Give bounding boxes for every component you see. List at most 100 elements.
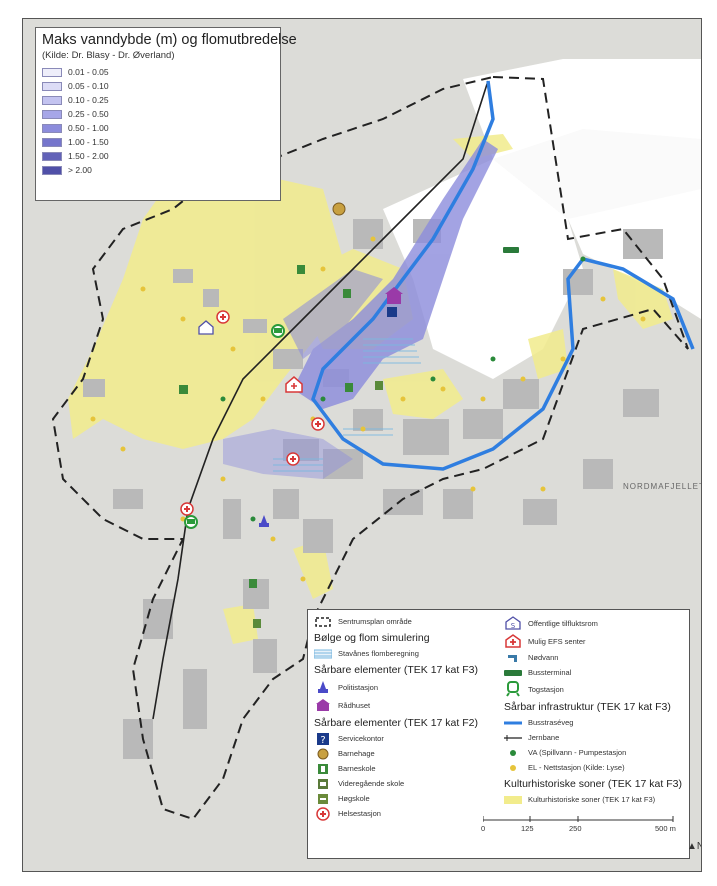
legend-item-train-station: Togstasjon — [504, 680, 688, 698]
green-dot-icon — [504, 746, 522, 760]
university-icon — [253, 381, 383, 628]
depth-color-swatch — [42, 81, 62, 91]
svg-text:S: S — [511, 622, 516, 630]
north-arrow-icon: ▲N — [687, 841, 701, 852]
secondary-school-icon — [314, 777, 332, 791]
health-station-icon — [216, 310, 230, 324]
yellow-swatch-icon — [504, 793, 522, 807]
question-mark-icon: ? — [314, 732, 332, 746]
depth-class-row: 0.50 - 1.00 — [42, 121, 274, 135]
bus-terminal-icon — [503, 247, 519, 253]
culture-zones — [68, 134, 673, 644]
service-office-icon — [387, 307, 397, 317]
depth-legend-source: (Kilde: Dr. Blasy - Dr. Øverland) — [42, 50, 175, 61]
train-icon — [504, 681, 522, 697]
efs-centre-icon — [285, 376, 303, 393]
scale-tick-label: 0 — [481, 824, 486, 833]
health-station-icon — [286, 452, 300, 466]
legend-item-flood: Stavånes flomberegning — [314, 646, 500, 661]
kindergarten-icon — [332, 202, 346, 216]
depth-class-label: > 2.00 — [68, 165, 92, 175]
depth-legend-title: Maks vanndybde (m) og flomutbredelse — [42, 32, 297, 48]
depth-class-label: 0.10 - 0.25 — [68, 95, 109, 105]
depth-color-swatch — [42, 165, 62, 175]
shelter-icon — [198, 320, 214, 335]
scale-tick-label: 125 — [521, 824, 534, 833]
area-label: NORDMAFJELLET — [623, 482, 702, 491]
railway-line — [152, 80, 489, 720]
depth-class-row: 0.05 - 0.10 — [42, 79, 274, 93]
university-icon — [314, 792, 332, 806]
bus-route-line-icon — [504, 716, 522, 730]
depth-class-label: 1.00 - 1.50 — [68, 137, 109, 147]
legend-right-column: S Offentlige tilfluktsrom Mulig EFS sent… — [504, 614, 688, 807]
svg-text:?: ? — [320, 735, 325, 745]
legend-item-emergency-water: Nødvann — [504, 650, 688, 665]
legend-heading-culture: Kulturhistoriske soner (TEK 17 kat F3) — [504, 778, 682, 790]
depth-class-label: 0.01 - 0.05 — [68, 67, 109, 77]
legend-heading-vulnerable-f3: Sårbare elementer (TEK 17 kat F3) — [314, 664, 478, 676]
depth-class-list: 0.01 - 0.05 0.05 - 0.10 0.10 - 0.25 0.25 - … — [42, 65, 274, 177]
legend-item-city-hall: Rådhuset — [314, 696, 500, 714]
legend-item-secondary-school: Videregående skole — [314, 776, 500, 791]
legend-item-bus-terminal: Bussterminal — [504, 665, 688, 680]
bus-terminal-icon — [504, 666, 522, 680]
depth-class-row: 0.10 - 0.25 — [42, 93, 274, 107]
scale-tick-label: 500 m — [655, 824, 676, 833]
health-station-icon — [311, 417, 325, 431]
depth-class-label: 1.50 - 2.00 — [68, 151, 109, 161]
police-station-icon — [259, 515, 269, 527]
depth-color-swatch — [42, 123, 62, 133]
kindergarten-icon — [314, 747, 332, 761]
depth-class-label: 0.25 - 0.50 — [68, 109, 109, 119]
depth-color-swatch — [42, 151, 62, 161]
legend-item-primary-school: Barneskole — [314, 761, 500, 776]
inner-water — [493, 129, 701, 219]
legend-item-health-station: Helsestasjon — [314, 806, 500, 821]
legend-item-bus-route: Busstraséveg — [504, 715, 688, 730]
depth-legend: Maks vanndybde (m) og flomutbredelse (Ki… — [35, 27, 297, 201]
legend-item-pump-station: VA (Spillvann - Pumpestasjon — [504, 745, 688, 760]
map-frame: Maks vanndybde (m) og flomutbredelse (Ki… — [22, 18, 702, 872]
depth-class-label: 0.05 - 0.10 — [68, 81, 109, 91]
city-hall-icon — [314, 698, 332, 712]
legend-heading-vulnerable-f2: Sårbare elementer (TEK 17 kat F2) — [314, 717, 478, 729]
substation-points — [90, 236, 646, 622]
scale-tick-label: 250 — [569, 824, 582, 833]
hatch-swatch-icon — [314, 647, 332, 661]
city-hall-icon — [385, 287, 403, 304]
legend-heading-flood: Bølge og flom simulering — [314, 632, 430, 644]
depth-class-label: 0.50 - 1.00 — [68, 123, 109, 133]
depth-color-swatch — [42, 109, 62, 119]
legend-left-column: Sentrumsplan område Bølge og flom simule… — [314, 614, 500, 821]
train-station-icon — [271, 324, 285, 338]
depth-class-row: 1.50 - 2.00 — [42, 149, 274, 163]
bus-route — [311, 80, 695, 471]
dashed-boundary-icon — [314, 615, 332, 629]
health-station-icon — [180, 502, 194, 516]
yellow-dot-icon — [504, 761, 522, 775]
harbour-water — [383, 159, 583, 379]
depth-color-swatch — [42, 137, 62, 147]
health-cross-icon — [314, 806, 332, 821]
legend-item-efs: Mulig EFS senter — [504, 632, 688, 650]
train-station-icon — [184, 515, 198, 529]
legend-heading-infrastructure: Sårbar infrastruktur (TEK 17 kat F3) — [504, 701, 671, 713]
legend-item-university: Høgskole — [314, 791, 500, 806]
school-icon — [179, 265, 353, 588]
flood-extent — [223, 139, 498, 479]
depth-class-row: 0.01 - 0.05 — [42, 65, 274, 79]
efs-centre-icon — [504, 634, 522, 648]
legend-item-kindergarten: Barnehage — [314, 746, 500, 761]
school-icon — [314, 762, 332, 776]
depth-color-swatch — [42, 95, 62, 105]
police-station-icon — [314, 680, 332, 694]
scale-bar: 0 125 250 500 m — [481, 814, 683, 854]
legend-item-police: Politistasjon — [314, 678, 500, 696]
depth-color-swatch — [42, 67, 62, 77]
depth-class-row: 0.25 - 0.50 — [42, 107, 274, 121]
legend-item-shelter: S Offentlige tilfluktsrom — [504, 614, 688, 632]
legend-item-boundary: Sentrumsplan område — [314, 614, 500, 629]
legend-item-substation: EL - Nettstasjon (Kilde: Lyse) — [504, 760, 688, 775]
shelter-icon: S — [504, 616, 522, 630]
